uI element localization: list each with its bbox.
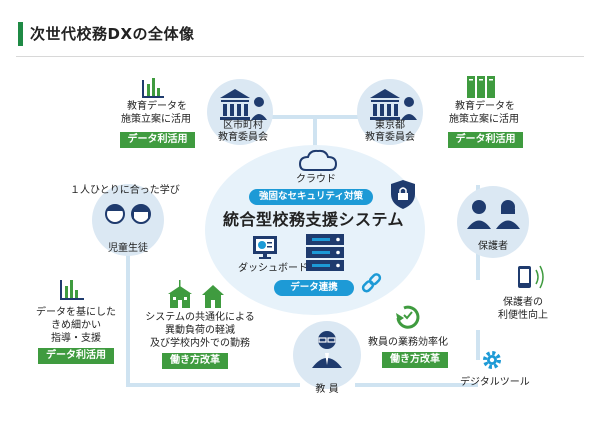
ward-building-icon xyxy=(220,89,267,120)
system-common-label-line1: システムの共通化による xyxy=(145,312,255,323)
data-link-pill: データ連携 xyxy=(274,280,354,296)
convenience-label-line1: 保護者の xyxy=(503,297,543,308)
lock-icon xyxy=(398,193,408,200)
left-bottom-label-line3: 指導・支援 xyxy=(51,333,101,344)
system-common-label-line2: 異動負荷の軽減 xyxy=(165,325,235,336)
security-pill: 強固なセキュリティ対策 xyxy=(249,189,373,205)
efficiency-work-reform-badge: 働き方改革 xyxy=(382,352,448,368)
dashboard-label: ダッシュボード xyxy=(238,263,308,274)
guardians-icon xyxy=(467,200,520,229)
tokyo-board-label-line2: 教育委員会 xyxy=(365,132,415,143)
left-top-label-line1: 教育データを xyxy=(127,101,187,112)
convenience-label-line2: 利便性向上 xyxy=(498,310,548,321)
left-bottom-label-line1: データを基にした xyxy=(36,307,116,318)
tokyo-board-label-line1: 東京都 xyxy=(375,120,405,131)
cloud-label: クラウド xyxy=(296,174,336,185)
center-glow xyxy=(205,145,425,315)
ward-board-label-line1: 区市町村 xyxy=(223,120,263,131)
teacher-icon xyxy=(312,331,342,368)
gear-icon xyxy=(483,351,501,369)
school-icon xyxy=(168,280,192,308)
system-title: 統合型校務支援システム xyxy=(223,210,405,229)
ward-board-label-line2: 教育委員会 xyxy=(218,132,268,143)
title-accent-bar xyxy=(18,22,23,46)
left-top-data-use-badge: データ利活用 xyxy=(120,132,195,148)
system-common-label-line3: 及び学校内外での勤務 xyxy=(150,338,250,349)
right-top-data-use-badge: データ利活用 xyxy=(448,132,523,148)
right-top-label-line1: 教育データを xyxy=(455,101,515,112)
digital-tool-label: デジタルツール xyxy=(460,377,530,388)
efficiency-label: 教員の業務効率化 xyxy=(368,337,448,348)
smartphone-icon xyxy=(518,265,544,289)
server-rack-icon xyxy=(467,76,495,98)
bar-chart-icon-top xyxy=(142,78,164,98)
teachers-label: 教 員 xyxy=(315,384,339,395)
server-icon xyxy=(306,234,344,271)
cloud-icon xyxy=(298,149,338,171)
students-icon xyxy=(105,204,151,224)
title-divider xyxy=(16,56,584,57)
efficiency-icon xyxy=(396,305,420,329)
page-title: 次世代校務DXの全体像 xyxy=(30,25,195,43)
individual-learning-label: １人ひとりに合った学び xyxy=(70,185,180,196)
system-work-reform-badge: 働き方改革 xyxy=(162,353,228,369)
students-circle xyxy=(92,184,164,256)
bar-chart-icon-bottom xyxy=(60,280,84,300)
left-bottom-data-use-badge: データ利活用 xyxy=(38,348,114,364)
students-label: 児童生徒 xyxy=(108,243,148,254)
connector-students xyxy=(126,238,300,387)
left-top-label-line2: 施策立案に活用 xyxy=(121,114,191,125)
dashboard-icon xyxy=(253,236,277,259)
left-bottom-label-line2: きめ細かい xyxy=(51,320,101,331)
link-icon xyxy=(361,273,382,293)
guardians-label: 保護者 xyxy=(478,241,508,252)
tokyo-building-icon xyxy=(370,89,417,120)
house-icon xyxy=(202,285,224,308)
right-top-label-line2: 施策立案に活用 xyxy=(449,114,519,125)
